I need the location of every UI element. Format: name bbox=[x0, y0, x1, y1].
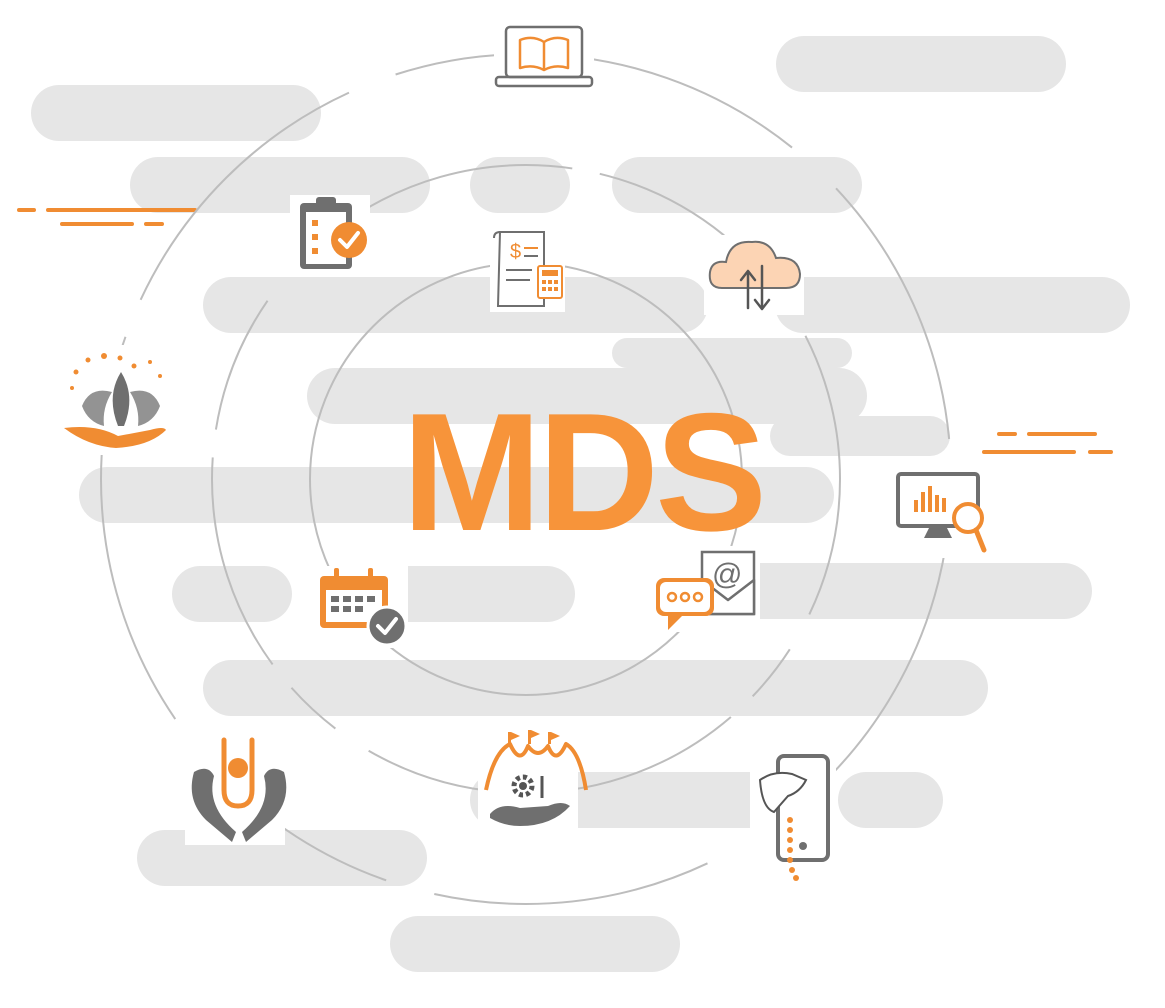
svg-text:$: $ bbox=[510, 241, 521, 263]
laptop-book-icon bbox=[494, 25, 594, 88]
temple-settings-icon bbox=[484, 730, 588, 826]
phone-rosary-icon bbox=[758, 754, 830, 881]
cloud-sync-icon bbox=[708, 240, 802, 311]
calendar-check-icon bbox=[320, 568, 408, 647]
hands-blessing-icon bbox=[191, 737, 287, 842]
clipboard-checklist-icon bbox=[300, 197, 367, 269]
invoice-calculator-icon: $ bbox=[493, 231, 563, 307]
svg-text:@: @ bbox=[712, 558, 742, 591]
chat-email-icon: @ bbox=[656, 550, 756, 630]
monitor-analytics-icon bbox=[896, 472, 987, 553]
lotus-hand-icon bbox=[64, 353, 166, 448]
accent-lines-left bbox=[17, 208, 197, 226]
accent-lines-right bbox=[982, 432, 1113, 454]
